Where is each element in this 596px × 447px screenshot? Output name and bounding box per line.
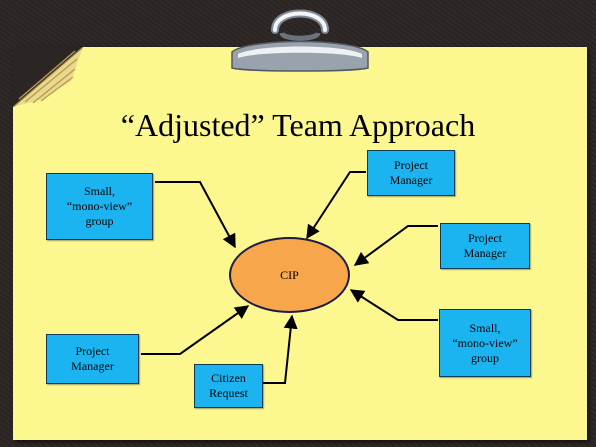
slide-title: “Adjusted” Team Approach	[120, 107, 476, 143]
node-project-manager-right: Project Manager	[440, 223, 530, 269]
page-curl-icon	[13, 47, 83, 107]
node-citizen-request: Citizen Request	[194, 364, 263, 408]
arrow-pm-top	[306, 171, 366, 240]
arrow-citizen	[263, 314, 298, 384]
node-small-group-left: Small, “mono-view” group	[46, 173, 153, 240]
node-project-manager-bottom-left: Project Manager	[46, 334, 139, 384]
paper-clip-icon	[231, 9, 369, 72]
arrow-small-right	[349, 289, 438, 321]
arrow-small-left	[155, 181, 236, 249]
cip-center-node: CIP	[229, 237, 350, 313]
node-project-manager-top: Project Manager	[367, 150, 455, 196]
arrow-pm-bottom-left	[141, 305, 250, 355]
arrow-pm-right	[353, 225, 438, 266]
node-small-group-right: Small, “mono-view” group	[439, 309, 531, 377]
